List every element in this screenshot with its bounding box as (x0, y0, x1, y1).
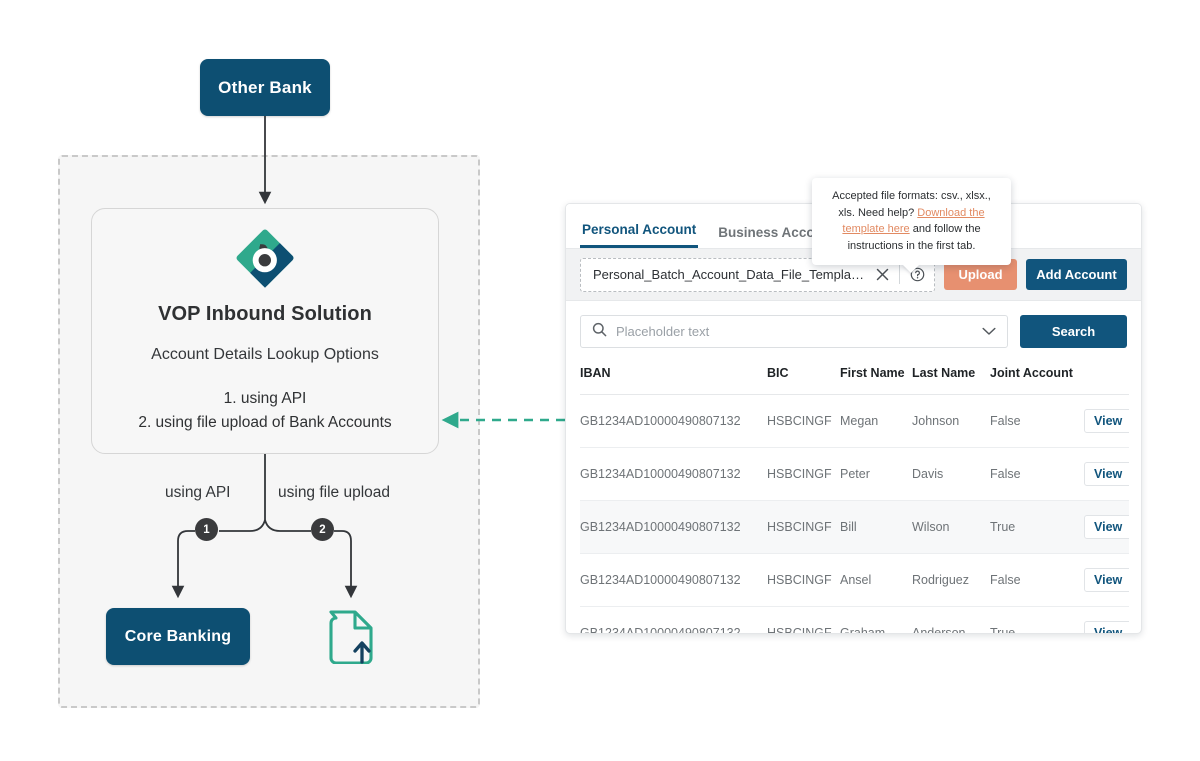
cell-bic: HSBCINGF (767, 447, 840, 501)
cell-iban: GB1234AD10000490807132 (580, 606, 767, 633)
file-upload-icon (324, 606, 380, 669)
vop-card-subtitle: Account Details Lookup Options (151, 346, 379, 363)
cell-last-name: Anderson (912, 606, 990, 633)
add-account-button-label: Add Account (1036, 267, 1117, 282)
cell-first-name: Megan (840, 394, 912, 448)
view-button[interactable]: View (1084, 462, 1129, 486)
divider (899, 265, 900, 284)
cell-first-name: Peter (840, 447, 912, 501)
cell-joint-account: True (990, 606, 1084, 633)
upload-button-label: Upload (958, 267, 1003, 282)
chevron-down-icon[interactable] (982, 323, 996, 341)
search-placeholder: Placeholder text (616, 324, 710, 339)
branch-badge-2: 2 (311, 518, 334, 541)
search-button-label: Search (1051, 324, 1096, 339)
vop-option-2: 2. using file upload of Bank Accounts (138, 414, 392, 431)
cell-bic: HSBCINGF (767, 553, 840, 607)
node-other-bank-label: Other Bank (218, 77, 312, 97)
view-button[interactable]: View (1084, 515, 1129, 539)
vop-card-options: 1. using API 2. using file upload of Ban… (92, 387, 438, 435)
add-account-button[interactable]: Add Account (1026, 259, 1127, 290)
column-header-iban: IBAN (580, 360, 767, 395)
column-header-first-name: First Name (840, 360, 912, 395)
file-format-tooltip: Accepted file formats: csv., xlsx., xls.… (812, 178, 1011, 265)
cell-last-name: Rodriguez (912, 553, 990, 607)
cell-first-name: Bill (840, 500, 912, 554)
cell-joint-account: False (990, 394, 1084, 448)
tooltip-line-2-suffix: and follow the instructions in the first… (847, 223, 981, 252)
tab-personal-account[interactable]: Personal Account (580, 222, 699, 248)
cell-actions: View (1084, 606, 1129, 633)
column-header-last-name: Last Name (912, 360, 990, 395)
column-header-bic: BIC (767, 360, 840, 395)
search-toolbar: Placeholder text Search (566, 301, 1141, 360)
vop-inbound-solution-card: VOP Inbound Solution Account Details Loo… (91, 208, 439, 454)
cell-actions: View (1084, 394, 1129, 448)
branch-badge-2-label: 2 (319, 523, 326, 536)
cell-joint-account: False (990, 553, 1084, 607)
search-icon (592, 322, 607, 342)
tooltip-line-1: Accepted file formats: csv., xlsx., xls. (832, 190, 991, 219)
cell-bic: HSBCINGF (767, 606, 840, 633)
view-button[interactable]: View (1084, 409, 1129, 433)
cell-actions: View (1084, 553, 1129, 607)
table-header-row: IBAN BIC First Name Last Name Joint Acco… (580, 360, 1129, 395)
vop-card-title: VOP Inbound Solution (158, 303, 372, 325)
account-management-panel: Personal Account Business Account Person… (565, 203, 1142, 634)
node-other-bank: Other Bank (200, 59, 330, 116)
cell-iban: GB1234AD10000490807132 (580, 447, 767, 501)
tab-personal-account-label: Personal Account (582, 222, 697, 237)
search-button[interactable]: Search (1020, 315, 1127, 348)
cell-first-name: Graham (840, 606, 912, 633)
cell-actions: View (1084, 447, 1129, 501)
accounts-table-wrapper: IBAN BIC First Name Last Name Joint Acco… (566, 360, 1141, 633)
download-template-link[interactable]: Download the template here (842, 206, 985, 236)
accounts-table-head: IBAN BIC First Name Last Name Joint Acco… (580, 360, 1129, 395)
tooltip-line-2-prefix: Need help? (857, 206, 918, 219)
column-header-joint-account: Joint Account (990, 360, 1084, 395)
view-button[interactable]: View (1084, 621, 1129, 633)
accounts-table: IBAN BIC First Name Last Name Joint Acco… (580, 360, 1129, 633)
view-button[interactable]: View (1084, 568, 1129, 592)
brand-logo-icon (234, 227, 296, 294)
branch-badge-1-label: 1 (203, 523, 210, 536)
selected-file-name: Personal_Batch_Account_Data_File_Templat… (593, 267, 865, 282)
cell-last-name: Wilson (912, 500, 990, 554)
branch-badge-1: 1 (195, 518, 218, 541)
cell-bic: HSBCINGF (767, 500, 840, 554)
branch-label-using-file-upload: using file upload (278, 484, 391, 501)
vop-option-1: 1. using API (223, 390, 307, 407)
search-input[interactable]: Placeholder text (580, 315, 1008, 348)
cell-iban: GB1234AD10000490807132 (580, 500, 767, 554)
node-core-banking-label: Core Banking (124, 627, 232, 645)
cell-bic: HSBCINGF (767, 394, 840, 448)
cell-actions: View (1084, 500, 1129, 554)
branch-label-using-api: using API (165, 484, 231, 501)
cell-last-name: Davis (912, 447, 990, 501)
cell-last-name: Johnson (912, 394, 990, 448)
node-core-banking: Core Banking (106, 608, 250, 665)
tab-business-account-label: Business Account (718, 225, 836, 240)
close-icon[interactable] (873, 266, 891, 284)
cell-joint-account: True (990, 500, 1084, 554)
cell-joint-account: False (990, 447, 1084, 501)
cell-first-name: Ansel (840, 553, 912, 607)
column-header-actions (1084, 360, 1129, 395)
cell-iban: GB1234AD10000490807132 (580, 553, 767, 607)
cell-iban: GB1234AD10000490807132 (580, 394, 767, 448)
tab-business-account[interactable]: Business Account (716, 225, 837, 248)
